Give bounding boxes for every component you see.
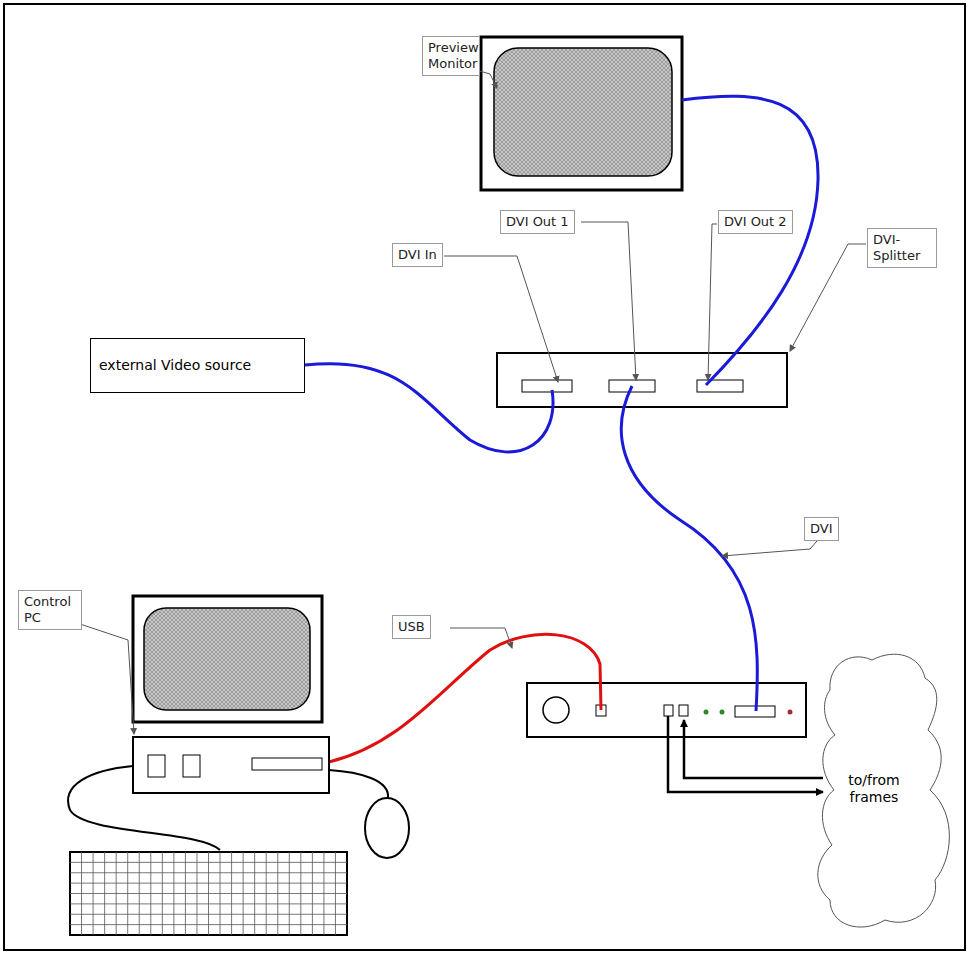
callout-label: DVI-Splitter [867,228,937,268]
callout-label: Control PC [18,590,82,630]
callout-label: DVI [804,517,839,541]
callout-label: DVI In [392,243,443,267]
callout-label: USB [392,615,431,639]
node-text: to/from frames [836,772,912,806]
source-box: external Video source [90,338,305,393]
callout-label: DVI Out 2 [718,210,793,234]
callout-label: DVI Out 1 [500,210,575,234]
node-text: external Video source [99,357,251,374]
frames-cloud: to/from frames [836,772,912,806]
callout-label: Preview Monitor [422,36,480,76]
